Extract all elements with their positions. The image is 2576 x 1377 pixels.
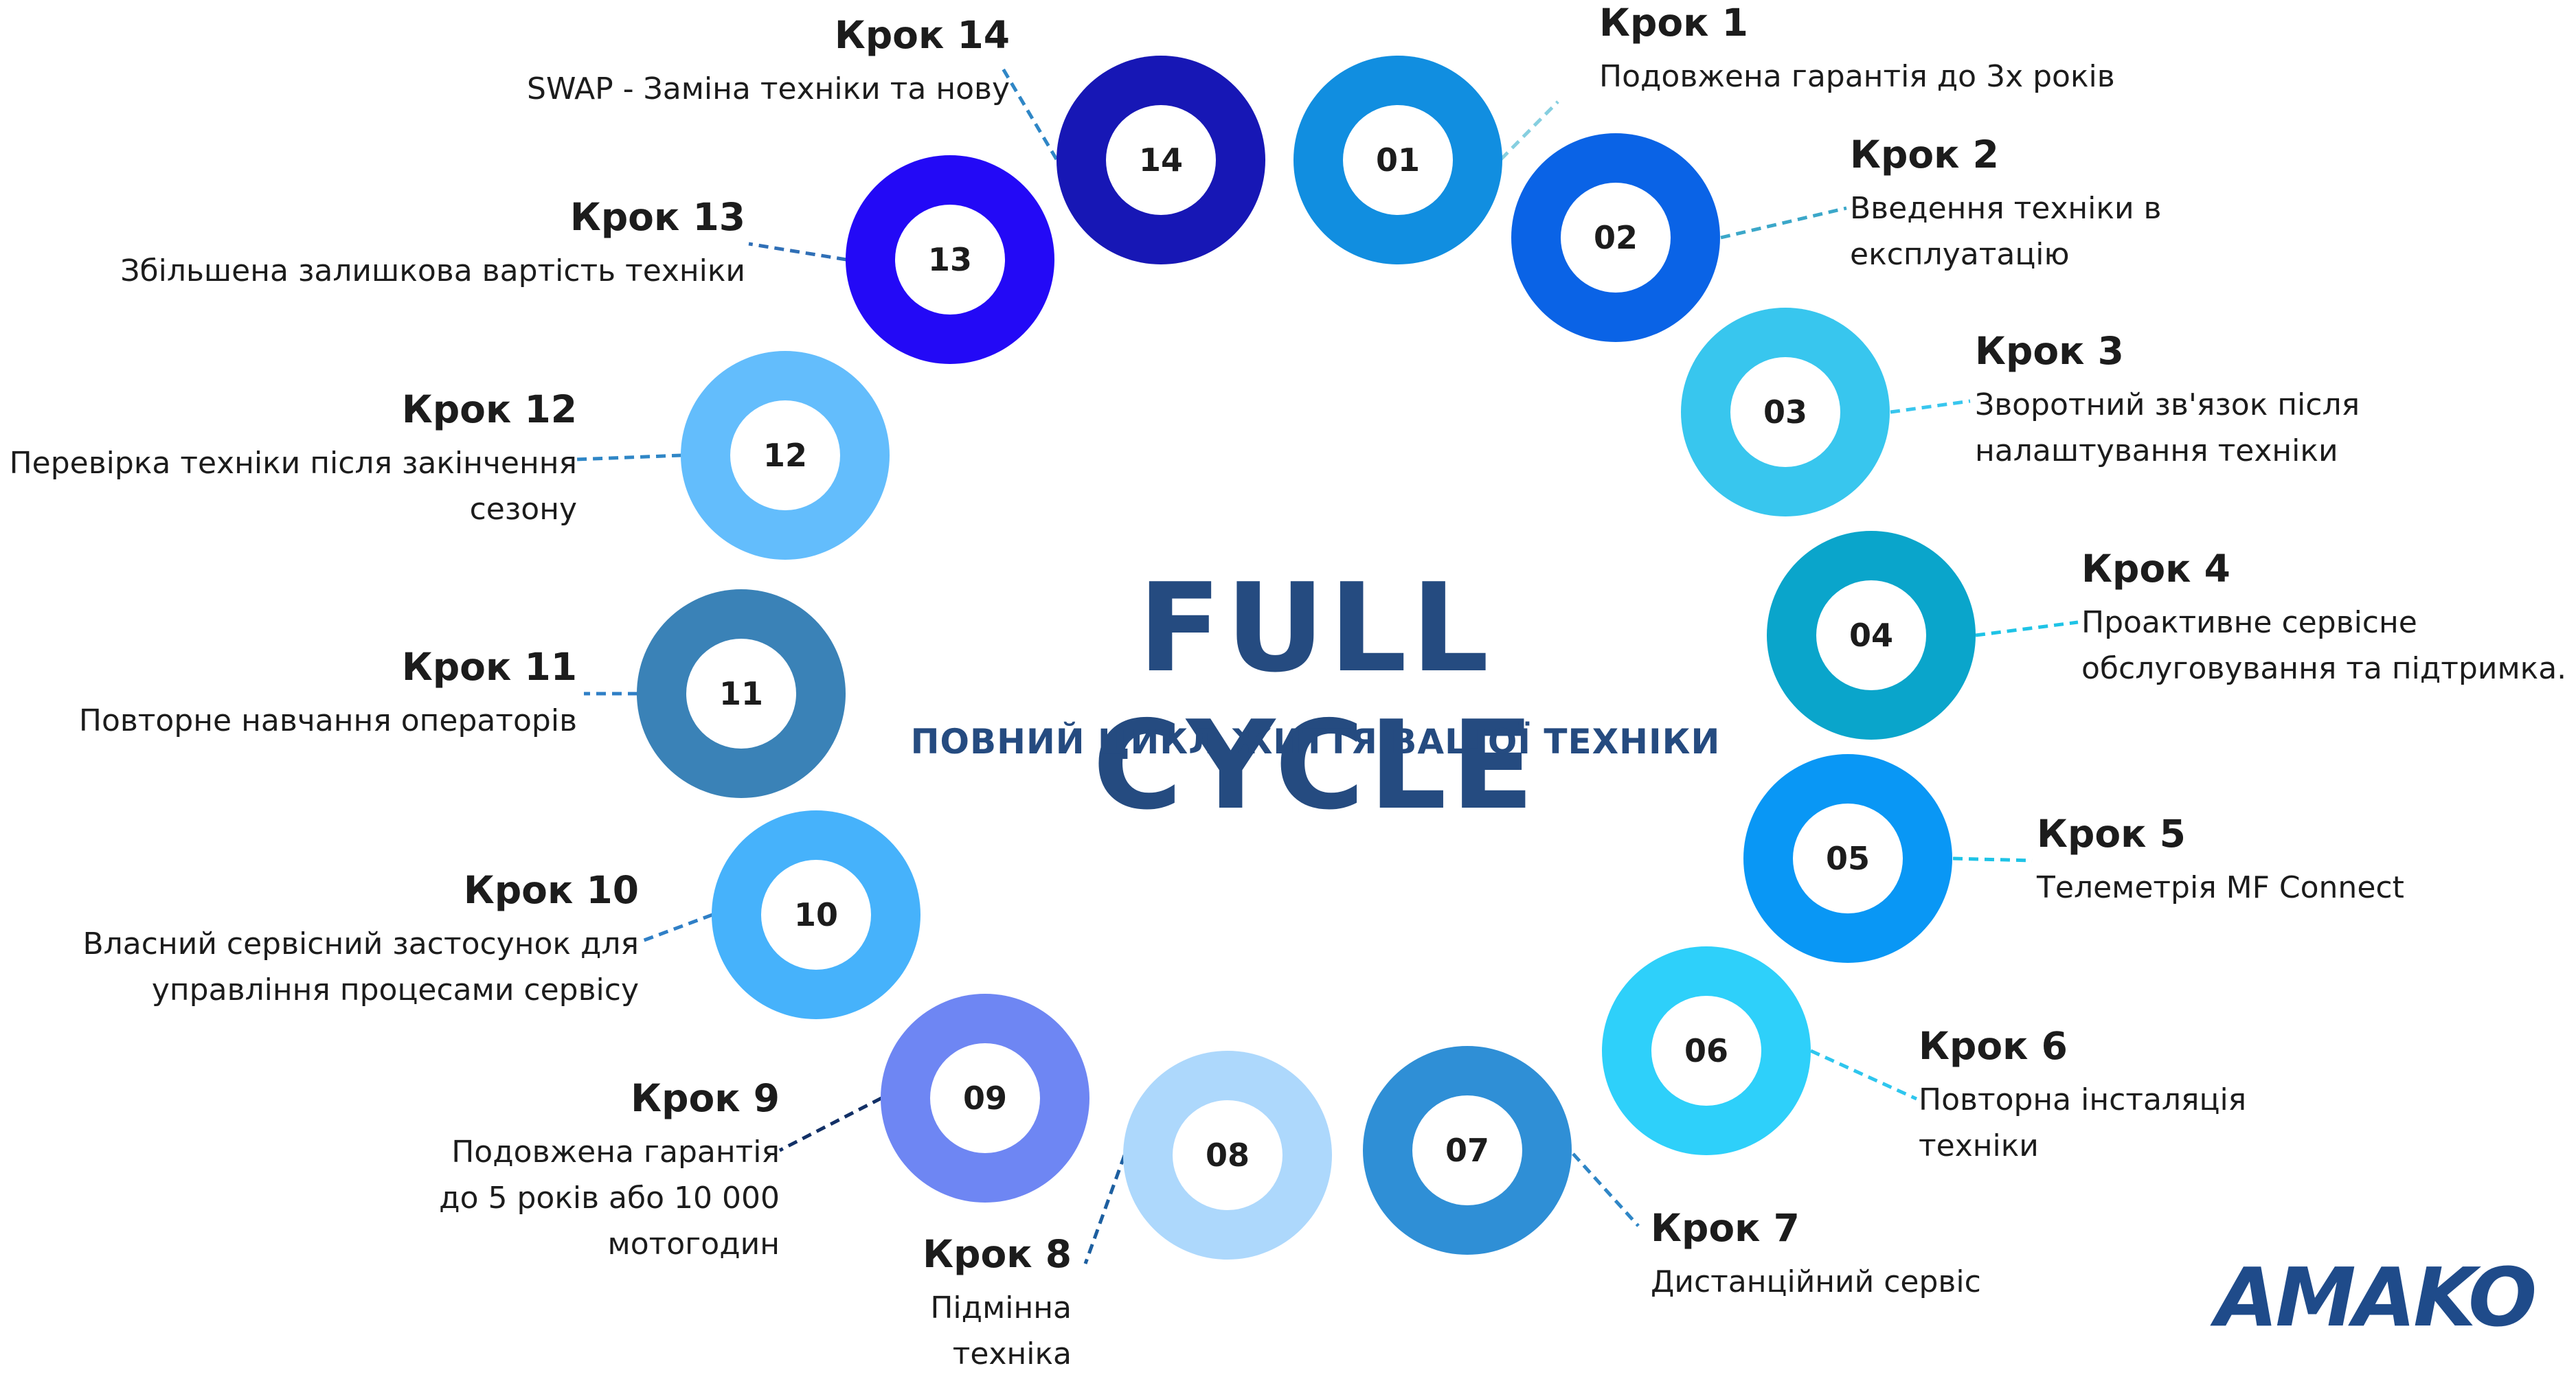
step-circle-2: 02 [1511,133,1720,342]
connector-line-4 [1975,620,2079,637]
step-number: 10 [761,860,871,970]
step-circle-11: 11 [637,589,846,798]
connector-line-1 [1500,100,1559,161]
step-label-4: Крок 4 Проактивне сервісне обслуговування… [2081,546,2566,692]
step-circle-5: 05 [1743,754,1952,963]
step-description: Подовжена гарантія до 5 років або 10 000… [439,1135,780,1262]
step-label-1: Крок 1 Подовжена гарантія до 3х років [1599,0,2115,100]
step-label-12: Крок 12 Перевірка техніки після закінченн… [0,387,577,532]
step-number: 05 [1793,804,1903,913]
step-number: 09 [930,1043,1040,1153]
step-circle-1: 01 [1293,56,1502,264]
step-circle-8: 08 [1123,1051,1332,1260]
step-description: Підмінна техніка [930,1290,1072,1372]
connector-line-14 [1001,67,1059,161]
step-label-14: Крок 14 SWAP - Заміна техніки та нову [481,12,1010,112]
step-label-10: Крок 10 Власний сервісний застосунок для … [69,867,640,1013]
step-number: 06 [1651,996,1761,1106]
step-circle-13: 13 [846,155,1054,364]
step-title: Крок 1 [1599,1,1748,45]
step-label-5: Крок 5 Телеметрія MF Connect [2037,811,2404,911]
step-label-6: Крок 6 Повторна інсталяція техніки [1919,1023,2246,1169]
step-description: Дистанційний сервіс [1651,1264,1981,1299]
step-description: Телеметрія MF Connect [2037,870,2404,905]
step-label-9: Крок 9 Подовжена гарантія до 5 років або … [385,1076,780,1267]
step-circle-4: 04 [1767,531,1976,740]
step-label-11: Крок 11 Повторне навчання операторів [69,644,577,744]
connector-line-13 [748,242,847,262]
step-description: Зворотний зв'язок після налаштування тех… [1975,387,2360,468]
diagram-subtitle: ПОВНИЙ ЦИКЛ ЖИТТЯ ВАШОЇ ТЕХНІКИ [910,722,1721,762]
step-label-3: Крок 3 Зворотний зв'язок після налаштуван… [1975,328,2360,474]
step-title: Крок 4 [2081,547,2230,591]
step-description: Збільшена залишкова вартість техніки [120,253,745,288]
step-circle-3: 03 [1681,308,1890,516]
step-label-7: Крок 7 Дистанційний сервіс [1651,1205,1981,1305]
step-description: Власний сервісний застосунок для управлі… [82,926,640,1008]
step-number: 08 [1173,1100,1283,1210]
connector-line-5 [1952,856,2033,863]
step-circle-6: 06 [1602,946,1811,1155]
step-circle-9: 09 [881,994,1089,1203]
step-number: 11 [686,639,796,749]
step-description: Перевірка техніки після закінчення сезон… [9,446,577,527]
step-title: Крок 11 [401,645,577,689]
step-title: Крок 10 [463,868,639,912]
step-title: Крок 8 [923,1232,1072,1276]
step-description: Проактивне сервісне обслуговування та пі… [2081,605,2567,686]
connector-line-12 [575,453,682,462]
step-label-2: Крок 2 Введення техніки в експлуатацію [1850,132,2162,277]
step-title: Крок 12 [401,387,577,431]
step-circle-7: 07 [1363,1046,1572,1255]
step-label-13: Крок 13 Збільшена залишкова вартість техн… [69,194,745,294]
connector-line-2 [1720,206,1847,240]
step-number: 13 [895,205,1005,315]
step-title: Крок 6 [1919,1024,2068,1068]
step-title: Крок 14 [834,13,1010,57]
connector-line-10 [642,913,713,943]
step-circle-14: 14 [1057,56,1265,264]
step-description: Повторна інсталяція техніки [1919,1082,2247,1163]
step-number: 03 [1730,357,1840,467]
step-number: 02 [1561,183,1671,293]
step-title: Крок 5 [2037,812,2186,856]
connector-lines [575,67,2079,1264]
step-title: Крок 9 [631,1076,780,1120]
step-circle-12: 12 [681,351,890,560]
step-title: Крок 3 [1975,329,2124,373]
step-number: 01 [1343,105,1453,215]
step-description: Подовжена гарантія до 3х років [1599,59,2115,94]
connector-line-8 [1083,1154,1127,1264]
step-description: SWAP - Заміна техніки та нову [527,71,1010,106]
step-number: 04 [1816,580,1926,690]
diagram-title: FULL CYCLE [1092,557,1539,837]
step-title: Крок 2 [1850,133,1999,177]
step-label-8: Крок 8 Підмінна техніка [811,1231,1072,1377]
step-circle-10: 10 [712,810,920,1019]
step-description: Повторне навчання операторів [78,703,577,738]
brand-logo: AMAKO [2215,1250,2537,1345]
step-title: Крок 7 [1651,1206,1800,1250]
connector-line-6 [1809,1049,1918,1101]
step-number: 07 [1412,1095,1522,1205]
step-number: 12 [730,400,840,510]
step-number: 14 [1106,105,1216,215]
connector-line-3 [1890,399,1971,414]
connector-line-7 [1572,1152,1640,1227]
step-description: Введення техніки в експлуатацію [1850,191,2162,272]
connector-line-9 [778,1096,883,1152]
step-title: Крок 13 [569,195,745,239]
